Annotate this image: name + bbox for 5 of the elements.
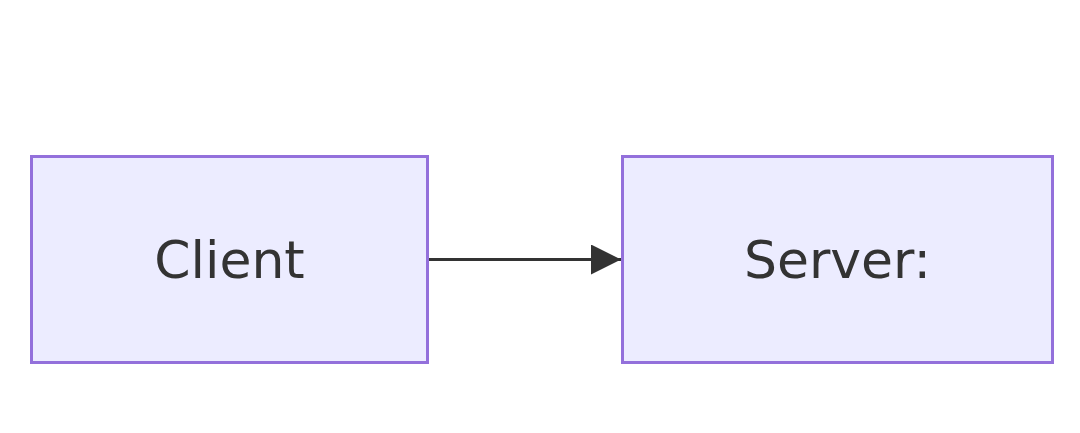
arrow [429, 244, 621, 275]
process-box [30, 155, 429, 364]
process-box [621, 155, 1054, 364]
node-label: Server: [743, 229, 932, 290]
node-label: Client [154, 229, 305, 290]
